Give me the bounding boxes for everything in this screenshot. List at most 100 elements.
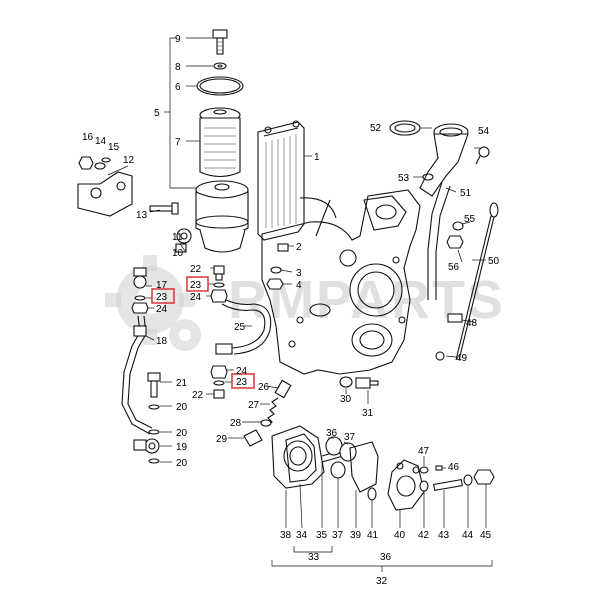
part-51-tube [427,181,451,300]
part-19-banjo [133,438,160,454]
part-41-ring [367,487,377,501]
part-38-pump-body [271,425,325,489]
part-55-grommet [452,221,464,231]
callout-23-upper: 23 [190,280,202,291]
callout-4: 4 [296,280,302,291]
leader-lines [107,37,493,572]
part-52-seal-ring [389,120,421,136]
watermark-gear-icon [105,255,201,351]
callout-32: 32 [376,576,388,587]
callout-34: 34 [296,530,308,541]
part-20-washer-2 [148,429,160,435]
callout-19: 19 [176,442,188,453]
part-6-gasket [196,76,244,96]
part-22-fitting-upper [213,265,225,281]
part-20-washer-1 [148,404,160,410]
part-23-washer-lower [213,380,225,386]
callout-24-upper: 24 [190,292,202,303]
part-37-gear-lower [330,461,346,479]
callout-37-upper: 37 [344,432,356,443]
callout-27: 27 [248,400,260,411]
callout-36-upper: 36 [326,428,338,439]
callout-45: 45 [480,530,492,541]
part-43-stud [433,478,463,492]
part-56-nut [446,235,464,249]
part-12-bracket [77,171,133,217]
callout-25: 25 [234,322,246,333]
part-2-cooler-seal [277,243,289,252]
part-24-nut-left [131,302,149,314]
callout-18: 18 [156,336,168,347]
part-14-washer [94,162,106,170]
part-18-oil-line [121,315,153,435]
part-4-nut [266,278,284,290]
part-34-gasket [285,433,317,483]
callout-38: 38 [280,530,292,541]
callout-50: 50 [488,256,500,267]
part-49-plug [435,351,445,361]
part-37-gear-upper [339,442,357,462]
callout-21: 21 [176,378,188,389]
part-31-sender [355,377,379,389]
callout-9: 9 [175,34,181,45]
part-29-plug [243,429,263,447]
part-25-hose [215,299,272,355]
part-21-bolt [147,372,161,398]
callout-47: 47 [418,446,430,457]
part-20-washer-3 [148,458,160,464]
callout-52: 52 [370,123,382,134]
callout-48: 48 [466,318,478,329]
callout-39: 39 [350,530,362,541]
part-16-nut [78,156,94,170]
callout-23-left: 23 [156,292,168,303]
part-8-washer [213,62,227,70]
callout-43: 43 [438,530,450,541]
callout-35: 35 [316,530,328,541]
part-27-spring [265,397,279,427]
part-11-plug [176,228,192,244]
callout-20-3: 20 [176,458,188,469]
part-23-washer-upper [213,282,225,288]
callout-12: 12 [123,155,135,166]
callout-36-lower: 36 [380,552,392,563]
callout-40: 40 [394,530,406,541]
part-1-oil-cooler [257,120,305,241]
callout-56: 56 [448,262,460,273]
callout-14: 14 [95,136,107,147]
callout-16: 16 [82,132,94,143]
callout-17: 17 [156,280,168,291]
callout-54: 54 [478,126,490,137]
callout-6: 6 [175,82,181,93]
callout-30: 30 [340,394,352,405]
part-3-washer [270,266,282,274]
part-filler-neck [419,123,469,197]
part-45-nut [473,469,495,485]
part-40-cover [387,459,425,511]
part-39-cover-gasket [349,441,379,493]
part-44-washer [463,474,473,486]
part-10-fitting [175,243,187,253]
callout-23-lower: 23 [236,377,248,388]
callout-46: 46 [448,462,460,473]
part-24-nut-lower [210,365,228,379]
part-5-filter-housing [195,180,249,253]
callout-37-lower: 37 [332,530,344,541]
callout-10: 10 [172,248,184,259]
part-30-ring [339,376,353,388]
callout-29: 29 [216,434,228,445]
highlight-boxes [151,276,255,389]
callout-20-1: 20 [176,402,188,413]
callout-42: 42 [418,530,430,541]
callout-11: 11 [172,232,183,243]
callout-41: 41 [367,530,379,541]
part-13-bolt [149,202,179,215]
highlight-box-23-upper [186,276,209,292]
callout-22-lower: 22 [192,390,204,401]
callout-44: 44 [462,530,474,541]
callout-55: 55 [464,214,476,225]
part-26-piston [274,379,292,399]
callout-22-upper: 22 [190,264,202,275]
part-22-fitting-lower [213,389,225,399]
callout-labels: 9 8 6 5 7 1 16 14 15 12 13 11 10 2 3 4 2… [82,34,500,587]
part-24-nut-upper [210,289,228,303]
